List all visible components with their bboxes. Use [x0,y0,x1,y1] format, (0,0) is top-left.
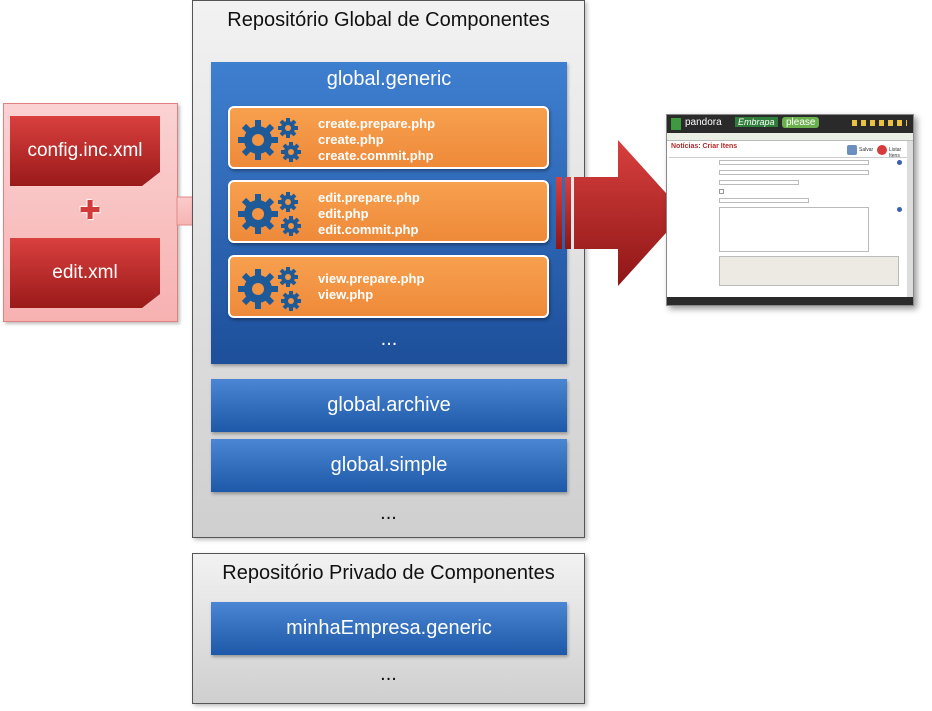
private-repository-title: Repositório Privado de Componentes [222,562,555,584]
form-field [719,180,799,185]
edit-xml-note: edit.xml [10,238,160,308]
screenshot-header: pandora Embrapa please [667,115,913,133]
global-generic-label: global.generic [326,68,452,90]
gears-icon [238,118,301,162]
view-php-list: view.prepare.php view.php [318,271,424,303]
php-file: view.php [318,287,374,302]
create-php-list: create.prepare.php create.php create.com… [318,116,435,164]
divider [669,157,913,158]
global-ellipsis: ... [380,502,397,524]
help-icon [897,207,902,212]
screenshot-brand2: Embrapa [735,117,778,127]
screenshot-breadcrumb [667,133,913,141]
form-textarea [719,207,869,252]
php-file: create.prepare.php [318,116,436,131]
generic-ellipsis: ... [380,328,398,350]
view-component-group: view.prepare.php view.php [228,255,549,318]
form-field [719,198,809,203]
private-ellipsis: ... [380,663,397,685]
gears-icon [238,267,301,311]
form-checkbox [719,189,724,194]
form-field [719,170,869,175]
list-icon [877,145,887,155]
config-inc-xml-label: config.inc.xml [27,140,143,161]
screenshot-save: Salvar [859,147,874,153]
edit-php-list: edit.prepare.php edit.php edit.commit.ph… [318,190,420,238]
edit-component-group: edit.prepare.php edit.php edit.commit.ph… [228,180,549,243]
edit-xml-label: edit.xml [52,262,118,283]
screenshot-footer [667,297,913,305]
editor-toolbar [719,256,899,286]
minha-empresa-generic-box: minhaEmpresa.generic [211,602,567,655]
gears-icon [238,192,301,236]
php-file: edit.prepare.php [318,190,420,205]
app-screenshot: pandora Embrapa please Notícias: Criar I… [666,114,914,306]
screenshot-list: Listar Itens [889,147,902,159]
php-file: edit.commit.php [318,222,419,237]
pandora-logo-icon [671,118,681,130]
global-archive-box: global.archive [211,379,567,432]
global-repository-title: Repositório Global de Componentes [227,9,550,31]
php-file: view.prepare.php [318,271,425,286]
screenshot-heading: Notícias: Criar Itens [671,143,738,150]
screenshot-brand: pandora [685,117,722,128]
scrollbar [907,141,913,297]
help-icon [897,160,902,165]
form-field [719,160,869,165]
screenshot-brand3: please [782,117,820,128]
create-component-group: create.prepare.php create.php create.com… [228,106,549,169]
php-file: edit.php [318,206,369,221]
toolbar-icons [852,120,907,126]
output-arrow-icon [556,140,684,286]
global-simple-box: global.simple [211,439,567,492]
save-icon [847,145,857,155]
php-file: create.commit.php [318,148,434,163]
php-file: create.php [318,132,384,147]
config-inc-xml-note: config.inc.xml [10,116,160,186]
plus-icon: ✚ [79,195,101,225]
